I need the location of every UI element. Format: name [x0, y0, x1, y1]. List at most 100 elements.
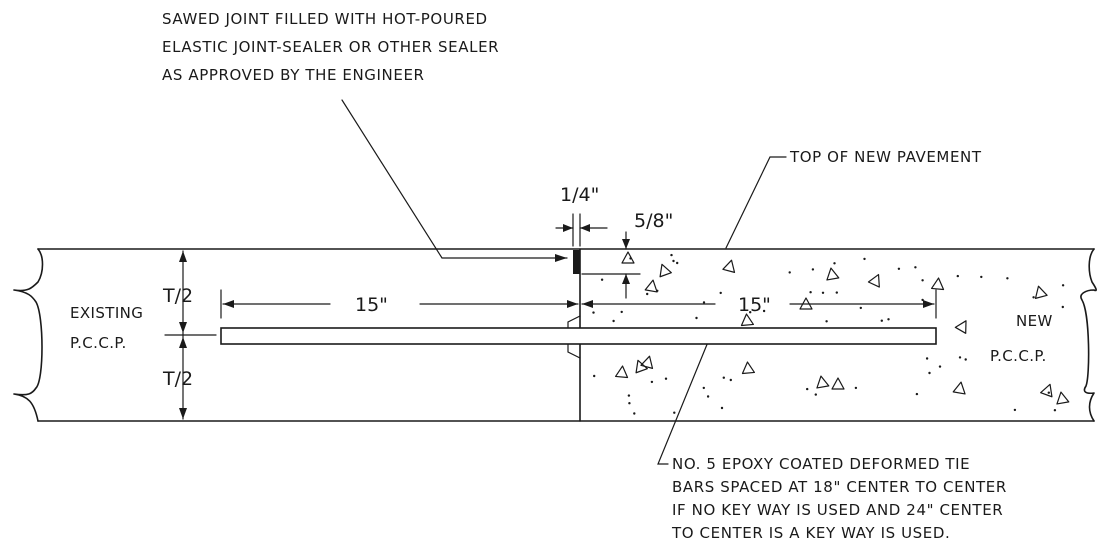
aggregate-dot — [628, 402, 631, 405]
thickness-dimension: T/2 T/2 — [162, 250, 217, 420]
aggregate-dot — [809, 291, 812, 294]
aggregate-dot — [921, 298, 924, 302]
aggregate-dot — [1013, 408, 1017, 412]
aggregate-dot — [863, 257, 866, 261]
tie-bar-note: NO. 5 EPOXY COATED DEFORMED TIE BARS SPA… — [671, 455, 1007, 542]
aggregate-dot — [633, 412, 636, 415]
aggregate-dot — [980, 275, 983, 279]
tie-bar-note-line-2: BARS SPACED AT 18" CENTER TO CENTER — [672, 478, 1007, 496]
tie-bar-note-line-3: IF NO KEY WAY IS USED AND 24" CENTER — [672, 501, 1003, 519]
aggregate-dot — [956, 274, 959, 278]
aggregate-triangle — [826, 267, 840, 281]
existing-pavement-label: EXISTING P.C.C.P. — [70, 304, 143, 352]
new-pavement-label: NEW P.C.C.P. — [990, 312, 1052, 365]
joint-depth-arrow-bottom — [622, 274, 630, 284]
aggregate-dot — [914, 266, 917, 269]
thickness-dim-arrow-top — [179, 251, 187, 262]
new-label-line-2: P.C.C.P. — [990, 347, 1047, 365]
aggregate-dot — [673, 411, 676, 414]
aggregate-dot — [627, 394, 631, 397]
aggregate-dot — [1053, 409, 1057, 412]
aggregate-triangle — [614, 365, 629, 379]
aggregate-dot — [897, 267, 901, 270]
aggregate-dot — [925, 357, 929, 360]
top-of-pavement-note: TOP OF NEW PAVEMENT — [789, 148, 982, 166]
joint-depth-arrow-top — [622, 239, 630, 249]
existing-label-line-2: P.C.C.P. — [70, 334, 127, 352]
aggregate-dot — [695, 316, 698, 320]
aggregate-triangle — [741, 361, 756, 375]
sealer-note-line-2: ELASTIC JOINT-SEALER OR OTHER SEALER — [162, 38, 499, 56]
aggregate-triangle — [644, 279, 658, 293]
aggregate-dot — [1006, 277, 1009, 280]
aggregate-dot — [656, 289, 659, 292]
tie-bar — [220, 327, 937, 345]
aggregate-dot — [722, 376, 725, 379]
existing-label-line-1: EXISTING — [70, 304, 143, 322]
aggregate-triangle — [831, 377, 845, 390]
joint-width-arrow-left — [563, 224, 573, 232]
aggregate-dot — [806, 387, 809, 391]
aggregate-triangle — [635, 359, 648, 374]
thickness-dim-arrow-mid-down — [179, 337, 187, 348]
aggregate-dot — [629, 257, 632, 260]
aggregate-triangle — [1056, 391, 1070, 405]
aggregate-dot — [749, 311, 752, 314]
aggregate-dot — [859, 306, 862, 310]
aggregate-triangle — [816, 375, 830, 389]
aggregate-triangle — [930, 277, 945, 291]
aggregate-dot — [1061, 305, 1065, 309]
aggregate-triangle — [640, 355, 654, 369]
aggregate-dot — [854, 386, 858, 390]
joint-width-dimension: 1/4" — [555, 184, 608, 247]
aggregate-dot — [646, 292, 649, 296]
new-concrete-aggregate-hatch — [592, 251, 1070, 415]
joint-sealer — [573, 250, 580, 274]
aggregate-dot — [887, 318, 890, 321]
aggregate-triangle — [722, 259, 736, 273]
half-thickness-bottom: T/2 — [162, 368, 193, 390]
right-break-symbol — [1080, 248, 1097, 422]
aggregate-dot — [964, 358, 967, 361]
tie-bar-note-line-4: TO CENTER IS A KEY WAY IS USED. — [671, 524, 950, 542]
left-embed-arrow-right — [567, 300, 578, 308]
left-embed-arrow-left — [223, 300, 234, 308]
aggregate-dot — [880, 319, 883, 322]
aggregate-triangle — [740, 313, 755, 327]
right-embed-arrow-right — [923, 300, 934, 308]
joint-width-value: 1/4" — [560, 184, 599, 206]
right-embed-arrow-left — [582, 300, 593, 308]
thickness-dim-arrow-bottom — [179, 408, 187, 419]
left-embed-dimension: 15" — [220, 289, 579, 319]
sealer-note: SAWED JOINT FILLED WITH HOT-POURED ELAST… — [162, 10, 499, 84]
aggregate-dot — [1061, 284, 1065, 287]
joint-width-arrow-right — [580, 224, 590, 232]
aggregate-dot — [938, 365, 942, 368]
joint-depth-dimension: 5/8" — [581, 210, 673, 299]
aggregate-dot — [620, 310, 623, 314]
left-break-symbol — [13, 248, 44, 422]
aggregate-dot — [702, 386, 705, 390]
aggregate-dot — [762, 309, 766, 313]
sealer-leader — [341, 99, 568, 259]
aggregate-dot — [720, 406, 724, 410]
aggregate-dot — [650, 380, 654, 384]
aggregate-dot — [592, 311, 595, 314]
aggregate-triangle — [659, 263, 672, 278]
aggregate-dot — [835, 291, 838, 294]
sealer-note-line-1: SAWED JOINT FILLED WITH HOT-POURED — [162, 10, 488, 28]
aggregate-triangle — [1034, 285, 1048, 299]
aggregate-dot — [1032, 296, 1035, 299]
half-thickness-top: T/2 — [162, 285, 193, 307]
thickness-dim-arrow-mid-up — [179, 322, 187, 333]
aggregate-triangle — [867, 273, 880, 288]
aggregate-dot — [672, 259, 675, 263]
aggregate-dot — [833, 262, 836, 265]
joint-depth-value: 5/8" — [634, 210, 673, 232]
left-embed-value: 15" — [355, 294, 388, 316]
tie-bar-note-line-1: NO. 5 EPOXY COATED DEFORMED TIE — [672, 455, 970, 473]
pavement-slab — [13, 248, 1097, 422]
aggregate-dot — [811, 268, 815, 271]
aggregate-triangle — [954, 320, 967, 334]
